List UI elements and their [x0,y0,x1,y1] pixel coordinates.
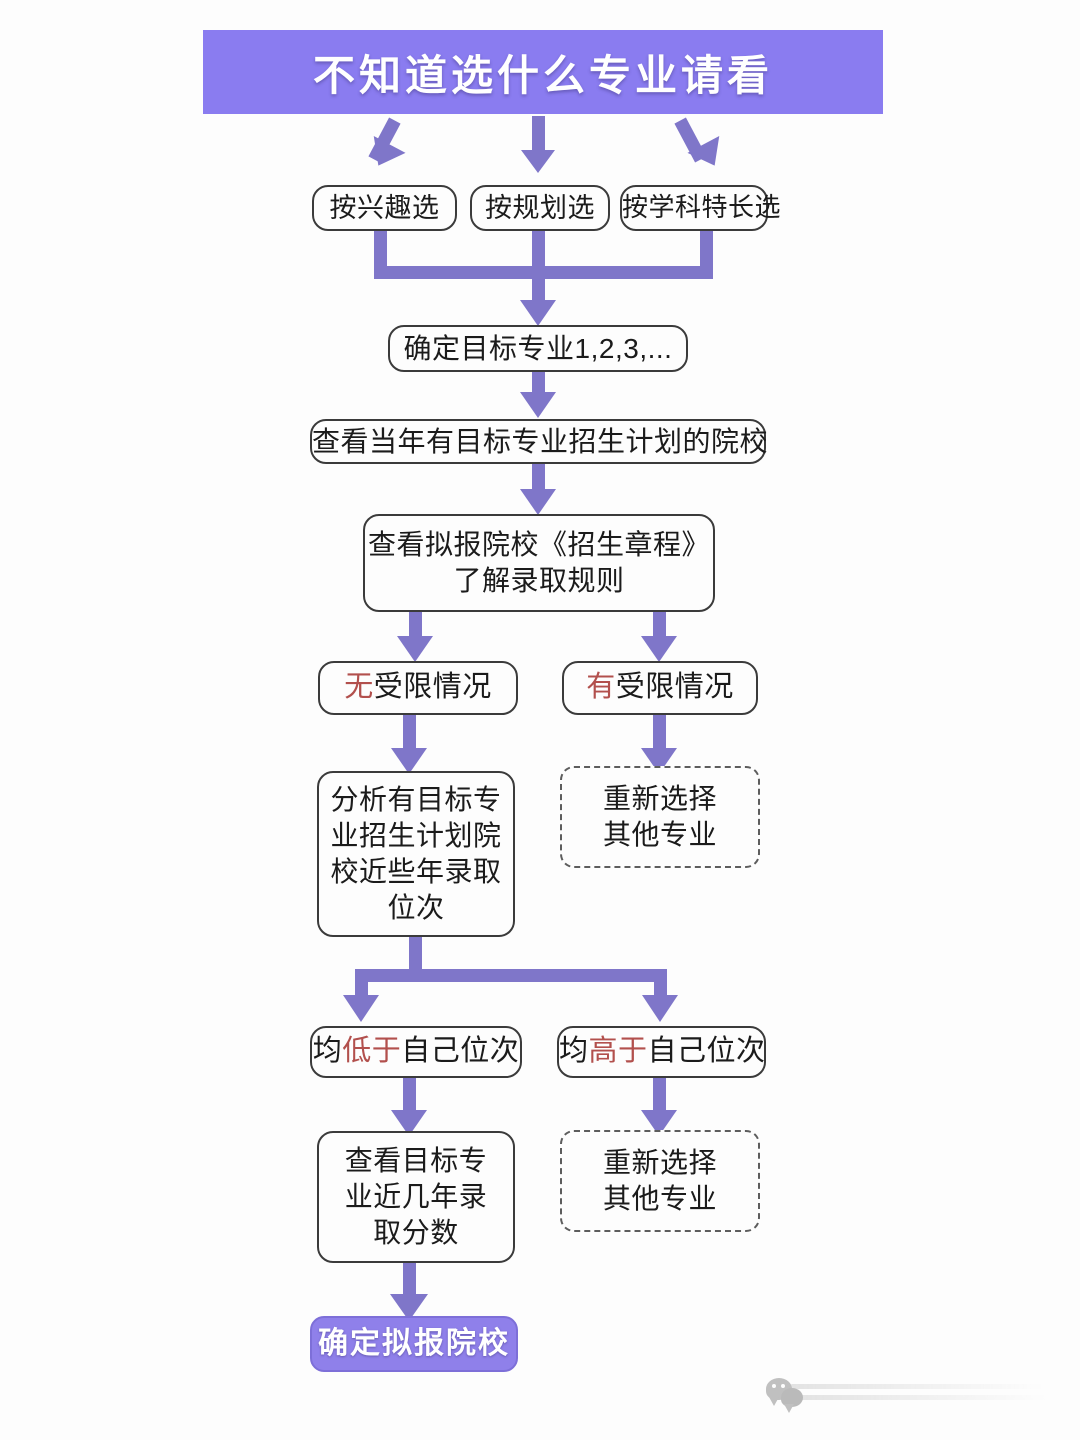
connector-subject-down [700,231,713,266]
node-analyze-rank-line3: 校近些年录取 [330,856,502,887]
node-has-restriction-prefix: 有 [586,671,616,704]
node-reselect-major-2-line1: 重新选择 [602,1147,717,1179]
node-by-interest[interactable]: 按兴趣选 [312,185,457,231]
node-all-below-rank-post: 自己位次 [401,1035,520,1068]
connector-analyze-down [409,937,422,969]
node-reselect-major-2[interactable]: 重新选择 其他专业 [560,1130,760,1232]
node-reselect-major-1-line1: 重新选择 [602,783,717,815]
node-read-charter-line1: 查看拟报院校《招生章程》 [367,529,710,561]
node-all-above-rank-pre: 均 [559,1035,589,1068]
connector-schools-to-charter-shaft [532,464,545,492]
node-by-subject-strength[interactable]: 按学科特长选 [620,185,782,231]
connector-banner-to-interest-head [362,135,406,175]
connector-rank-split-right-shaft [654,982,667,998]
node-by-plan[interactable]: 按规划选 [470,185,610,231]
node-target-majors[interactable]: 确定目标专业1,2,3,... [388,325,688,372]
watermark [760,1378,1060,1418]
node-schools-with-plan-label: 查看当年有目标专业招生计划的院校 [312,425,769,457]
connector-rank-split-bar [355,969,667,982]
flowchart-title-banner: 不知道选什么专业请看 [203,30,883,114]
connector-charter-to-hasrestrict-shaft [653,612,666,639]
node-analyze-rank[interactable]: 分析有目标专 业招生计划院 校近些年录取 位次 [317,771,515,937]
node-no-restriction[interactable]: 无受限情况 [318,661,518,715]
node-check-scores-line1: 查看目标专 [344,1145,488,1177]
node-all-below-rank-pre: 均 [312,1035,343,1068]
connector-banner-to-plan-shaft [532,116,545,154]
connector-hasrestrict-to-reselect-shaft [653,715,666,751]
node-check-scores-line2: 业近几年录 [344,1181,488,1213]
connector-charter-to-norestrict-shaft [409,612,422,639]
node-by-subject-strength-label: 按学科特长选 [622,192,782,223]
connector-options-merge-bar [374,266,713,279]
wechat-bubble-eye-left [772,1384,776,1388]
node-has-restriction[interactable]: 有受限情况 [562,661,758,715]
connector-rank-split-left-shaft [355,982,368,998]
node-no-restriction-prefix: 无 [344,671,374,704]
connector-belowrank-to-scores-shaft [403,1078,416,1113]
connector-merge-to-target-shaft [532,279,545,305]
node-schools-with-plan[interactable]: 查看当年有目标专业招生计划的院校 [310,419,769,464]
connector-plan-down [532,231,545,266]
connector-aboverank-to-reselect-shaft [653,1078,666,1113]
node-final-school-label: 确定拟报院校 [318,1326,510,1360]
node-target-majors-label: 确定目标专业1,2,3,... [403,332,673,364]
watermark-streak-top [790,1384,1045,1389]
connector-banner-to-plan-head [521,150,555,173]
node-analyze-rank-line2: 业招生计划院 [330,820,502,852]
wechat-bubble-icon [766,1378,792,1406]
node-analyze-rank-line4: 位次 [387,891,445,923]
node-all-below-rank-highlight: 低于 [342,1035,402,1068]
node-check-scores[interactable]: 查看目标专 业近几年录 取分数 [317,1131,515,1263]
node-check-scores-line3: 取分数 [373,1216,459,1248]
connector-rank-split-left-head [343,995,379,1022]
connector-charter-to-norestrict-head [397,636,433,662]
wechat-bubble-eye-right [781,1384,785,1388]
node-reselect-major-1-line2: 其他专业 [602,819,717,850]
node-read-charter-line2: 了解录取规则 [453,565,625,596]
connector-merge-to-target-head [520,300,556,326]
watermark-streak-bottom [798,1395,1048,1400]
connector-charter-to-hasrestrict-head [641,636,677,662]
node-read-charter[interactable]: 查看拟报院校《招生章程》 了解录取规则 [363,514,715,612]
node-by-interest-label: 按兴趣选 [329,192,440,223]
node-has-restriction-rest: 受限情况 [615,671,734,704]
node-analyze-rank-line1: 分析有目标专 [330,784,502,816]
connector-interest-down [374,231,387,266]
connector-target-to-schools-shaft [532,372,545,396]
node-final-school[interactable]: 确定拟报院校 [310,1316,518,1372]
node-all-above-rank-post: 自己位次 [647,1035,766,1068]
wechat-bubble-icon-small [781,1388,803,1413]
node-reselect-major-2-line2: 其他专业 [602,1183,717,1214]
connector-norestrict-to-analyze-head [391,748,427,774]
node-all-below-rank[interactable]: 均低于自己位次 [310,1026,522,1078]
connector-scores-to-final-shaft [403,1263,416,1298]
connector-schools-to-charter-head [520,489,556,515]
node-by-plan-label: 按规划选 [485,192,595,223]
node-reselect-major-1[interactable]: 重新选择 其他专业 [560,766,760,868]
connector-rank-split-right-head [642,995,678,1022]
node-all-above-rank[interactable]: 均高于自己位次 [557,1026,766,1078]
node-no-restriction-rest: 受限情况 [373,671,492,704]
node-all-above-rank-highlight: 高于 [588,1035,648,1068]
connector-norestrict-to-analyze-shaft [403,715,416,751]
connector-target-to-schools-head [520,392,556,418]
